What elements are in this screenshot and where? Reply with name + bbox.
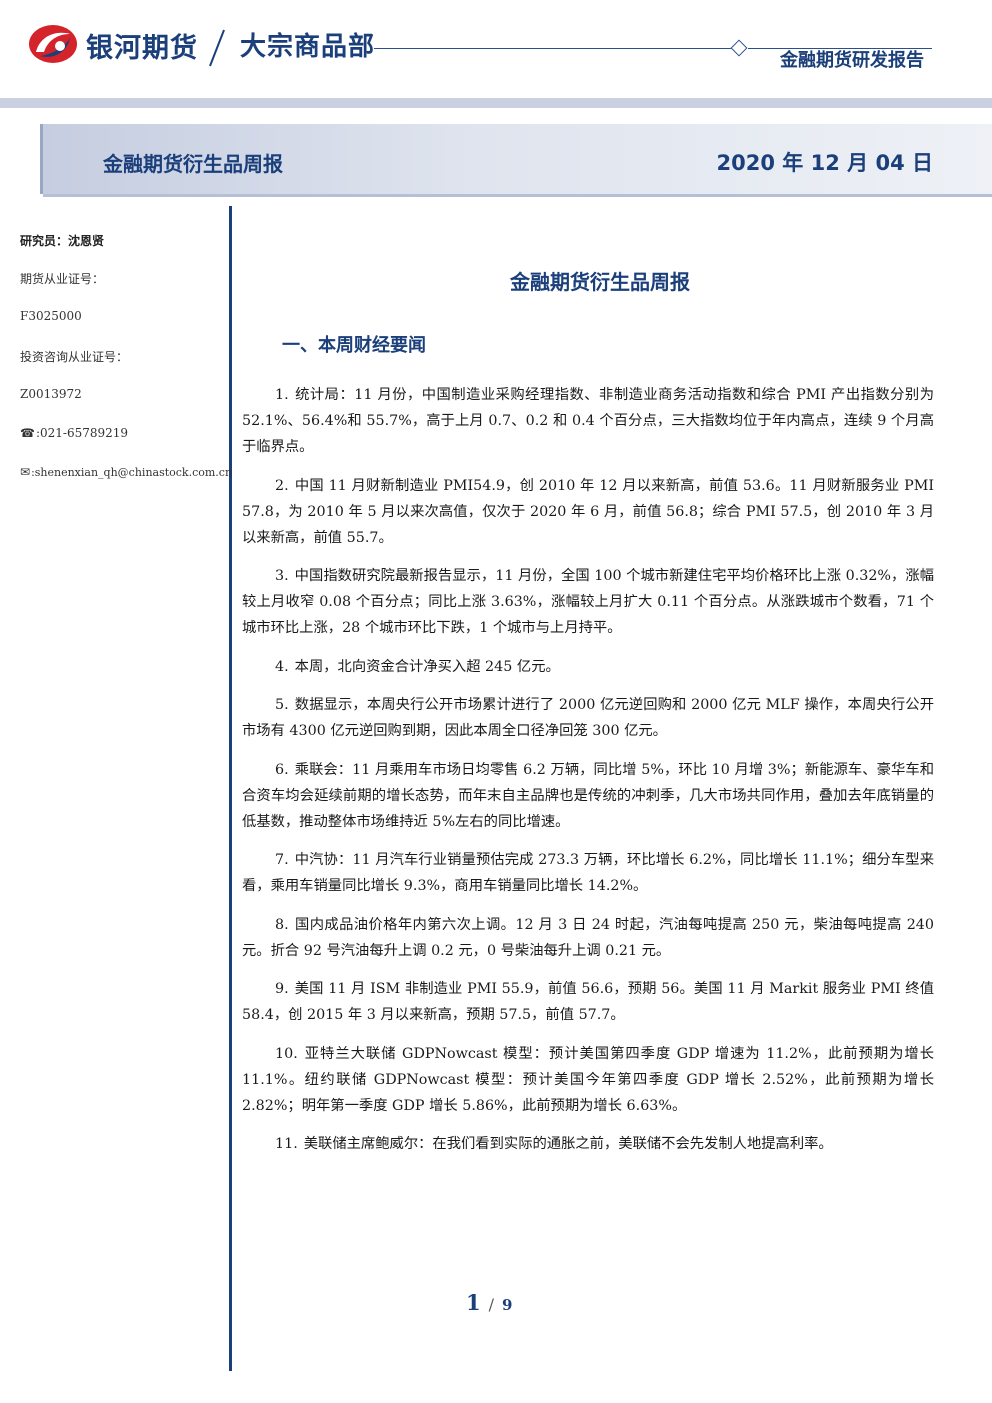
news-number: 1. [275, 387, 289, 403]
advisory-number: Z0013972 [20, 387, 82, 401]
license-label: 期货从业证号： [20, 272, 105, 286]
news-number: 10. [275, 1045, 298, 1062]
news-number: 4. [275, 658, 289, 675]
brand-name: 银河期货 [86, 33, 198, 64]
email-row: ✉:shenenxian_qh@chinastock.com.cn [20, 465, 232, 479]
news-text: 国内成品油价格年内第六次上调。12 月 3 日 24 时起，汽油每吨提高 250… [242, 916, 934, 959]
divider-slash [209, 29, 225, 67]
email-icon: ✉ [20, 465, 31, 479]
diamond-icon [730, 39, 748, 57]
news-item: 5.数据显示，本周央行公开市场累计进行了 2000 亿元逆回购和 2000 亿元… [242, 692, 934, 744]
news-text: 乘联会：11 月乘用车市场日均零售 6.2 万辆，同比增 5%，环比 10 月增… [242, 761, 934, 830]
news-number: 9. [275, 981, 289, 997]
news-item: 11. 美联储主席鲍威尔：在我们看到实际的通胀之前，美联储不会先发制人地提高利率。 [242, 1131, 934, 1157]
header-band [0, 98, 992, 108]
news-number: 5. [275, 697, 289, 713]
sidebar-divider [229, 206, 232, 1371]
news-number: 3. [275, 568, 289, 584]
page-separator: / [488, 1295, 495, 1314]
phone-number: :021-65789219 [35, 426, 129, 440]
news-text: 统计局：11 月份，中国制造业采购经理指数、非制造业商务活动指数和综合 PMI … [242, 387, 934, 455]
news-item: 6.乘联会：11 月乘用车市场日均零售 6.2 万辆，同比增 5%，环比 10 … [242, 757, 934, 835]
news-number: 7. [275, 852, 289, 868]
news-text: 本周，北向资金合计净买入超 245 亿元。 [294, 658, 560, 675]
license-number: F3025000 [20, 309, 82, 323]
news-number: 2. [275, 477, 289, 494]
news-text: 亚特兰大联储 GDPNowcast 模型：预计美国第四季度 GDP 增速为 11… [242, 1045, 934, 1114]
company-logo [29, 25, 77, 63]
news-item: 10.亚特兰大联储 GDPNowcast 模型：预计美国第四季度 GDP 增速为… [242, 1041, 934, 1119]
page-indicator: 1 / 9 [466, 1290, 512, 1315]
news-item: 8.国内成品油价格年内第六次上调。12 月 3 日 24 时起，汽油每吨提高 2… [242, 912, 934, 964]
news-item: 1.统计局：11 月份，中国制造业采购经理指数、非制造业商务活动指数和综合 PM… [242, 382, 934, 460]
news-item: 4. 本周，北向资金合计净买入超 245 亿元。 [242, 654, 934, 680]
title-band-shadow [43, 194, 992, 197]
header-rule-right [748, 48, 932, 49]
news-text: 中汽协：11 月汽车行业销量预估完成 273.3 万辆，环比增长 6.2%，同比… [242, 852, 934, 894]
news-text: 中国 11 月财新制造业 PMI54.9，创 2010 年 12 月以来新高，前… [242, 477, 934, 546]
header-rule [374, 48, 732, 49]
news-item: 3.中国指数研究院最新报告显示，11 月份，全国 100 个城市新建住宅平均价格… [242, 563, 934, 641]
analyst-name: 研究员：沈恩贤 [20, 234, 105, 248]
phone-row: ☎:021-65789219 [20, 426, 128, 440]
report-date: 2020 年 12 月 04 日 [716, 151, 933, 175]
section-title: 一、本周财经要闻 [282, 335, 426, 356]
news-item: 7.中汽协：11 月汽车行业销量预估完成 273.3 万辆，环比增长 6.2%，… [242, 847, 934, 899]
news-number: 6. [275, 761, 289, 778]
news-text: 美国 11 月 ISM 非制造业 PMI 55.9，前值 56.6，预期 56。… [242, 981, 934, 1023]
news-text: 美联储主席鲍威尔：在我们看到实际的通胀之前，美联储不会先发制人地提高利率。 [303, 1136, 833, 1152]
news-number: 8. [275, 916, 289, 933]
news-list: 1.统计局：11 月份，中国制造业采购经理指数、非制造业商务活动指数和综合 PM… [242, 382, 934, 1170]
report-type: 金融期货研发报告 [780, 50, 924, 71]
page-total: 9 [502, 1296, 513, 1314]
news-text: 中国指数研究院最新报告显示，11 月份，全国 100 个城市新建住宅平均价格环比… [242, 568, 934, 636]
report-title: 金融期货衍生品周报 [103, 152, 283, 176]
phone-icon: ☎ [20, 426, 35, 440]
title-band: 金融期货衍生品周报 2020 年 12 月 04 日 [40, 124, 992, 197]
news-item: 2.中国 11 月财新制造业 PMI54.9，创 2010 年 12 月以来新高… [242, 473, 934, 551]
email-address[interactable]: :shenenxian_qh@chinastock.com.cn [31, 466, 233, 479]
news-number: 11. [275, 1136, 298, 1152]
news-item: 9.美国 11 月 ISM 非制造业 PMI 55.9，前值 56.6，预期 5… [242, 976, 934, 1028]
page-current: 1 [466, 1290, 481, 1315]
document-title: 金融期货衍生品周报 [510, 270, 690, 294]
news-text: 数据显示，本周央行公开市场累计进行了 2000 亿元逆回购和 2000 亿元 M… [242, 697, 934, 739]
advisory-label: 投资咨询从业证号： [20, 350, 129, 364]
department-name: 大宗商品部 [240, 32, 376, 62]
